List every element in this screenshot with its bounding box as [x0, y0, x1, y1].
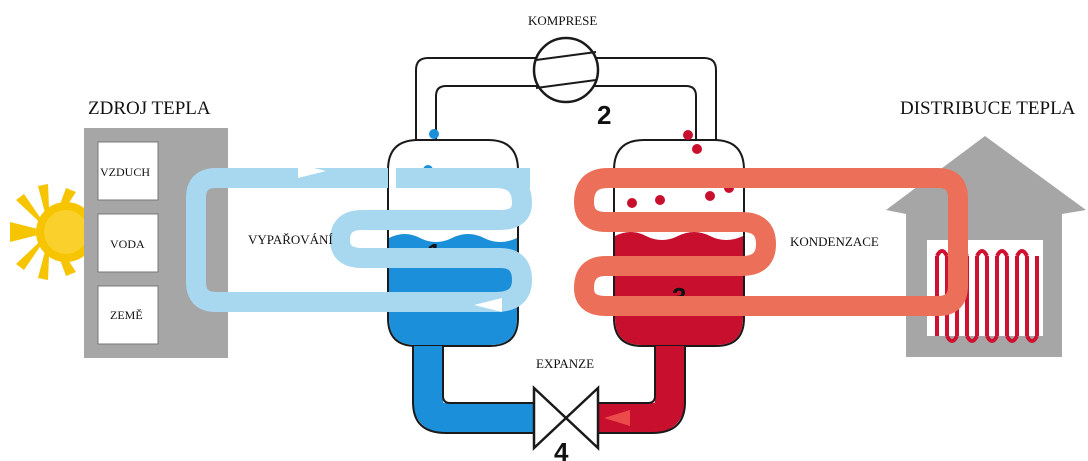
step-number-compressor: 2: [597, 100, 611, 130]
flow-arrow-cold-out: [474, 298, 502, 312]
source-title: ZDROJ TEPLA: [88, 98, 211, 119]
source-cell-water: [97, 213, 159, 273]
compressor-icon: [532, 36, 600, 104]
source-water-label: VODA: [110, 237, 145, 251]
distribution-title: DISTRIBUCE TEPLA: [900, 98, 1076, 119]
source-cell-ground: [97, 285, 159, 345]
warm-loop-pipe: [574, 168, 968, 316]
source-air-label: VZDUCH: [100, 165, 150, 179]
refrigerant-pipe-top: [415, 57, 717, 140]
condensation-label: KONDENZACE: [790, 234, 879, 249]
evaporator-tank: [387, 129, 519, 347]
cold-loop-pipe: [186, 168, 532, 312]
flow-arrow-cold-in: [298, 164, 326, 178]
sun-icon: [10, 184, 96, 280]
source-ground-label: ZEMĚ: [110, 308, 143, 322]
step-number-valve: 4: [554, 437, 569, 461]
flow-arrow-hot: [604, 410, 630, 426]
evaporation-label: VYPAŘOVÁNÍ: [248, 232, 333, 247]
source-cell-air: [97, 141, 159, 201]
compression-label: KOMPRESE: [528, 13, 597, 28]
expansion-valve-icon: [532, 385, 600, 451]
expansion-label: EXPANZE: [536, 356, 594, 371]
refrigerant-pipe-bottom: [412, 346, 686, 434]
